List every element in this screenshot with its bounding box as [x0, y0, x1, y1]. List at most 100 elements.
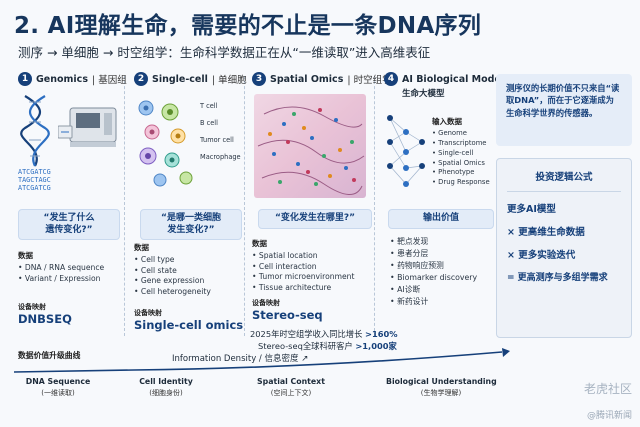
list-item: Variant / Expression [18, 274, 104, 285]
output-title: 输出价值 [388, 209, 494, 229]
device-section: 设备映射 Stereo-seq [252, 298, 323, 322]
stat-line: 2025年时空组学收入同比增长 >160% [250, 329, 398, 339]
column-header: 1 Genomics | 基因组 [18, 72, 127, 86]
data-list: Spatial location Cell interaction Tumor … [252, 251, 355, 294]
column-header: 4 AI Biological Model [384, 72, 504, 86]
column-ai-model: 4 AI Biological Model 生命大模型 输入数据 Genome … [384, 72, 504, 340]
column-sub: | 时空组学 [347, 75, 392, 86]
data-label: 数据 [18, 251, 33, 260]
step-number: 2 [134, 72, 148, 86]
data-section: 数据 Spatial location Cell interaction Tum… [252, 238, 354, 294]
question-bubble: “发生了什么 遗传变化?” [18, 209, 120, 241]
stage-spatial-context: Spatial Context (空间上下文) [257, 377, 325, 397]
column-name: Spatial Omics [270, 73, 344, 85]
list-item: Cell state [134, 266, 211, 277]
formula-line: × 更多实验迭代 [507, 250, 576, 261]
column-header: 2 Single-cell | 单细胞 [134, 72, 247, 86]
step-number: 3 [252, 72, 266, 86]
column-single-cell: 2 Single-cell | 单细胞 T cell B cell Tumor … [134, 72, 247, 340]
device-name: Single-cell omics [134, 318, 244, 332]
device-label: 设备映射 [134, 309, 162, 317]
list-item: Spatial Omics [432, 159, 490, 169]
list-item: Single-cell [432, 149, 490, 159]
list-item: Cell heterogeneity [134, 287, 211, 298]
list-item: Genome [432, 129, 490, 139]
stage-cell-identity: Cell Identity (细胞身份) [139, 377, 193, 397]
cells-illustration-icon [138, 100, 193, 187]
list-item: Cell interaction [252, 262, 354, 273]
list-item: Gene expression [134, 276, 211, 287]
divider [374, 76, 375, 336]
device-section: 设备映射 DNBSEQ [18, 302, 72, 326]
list-item: Tissue architecture [252, 283, 354, 294]
stat-line: Stereo-seq全球科研客户 >1,000家 [258, 341, 397, 351]
cell-label: T cell [200, 102, 218, 110]
formula-line: = 更高测序与多组学需求 [507, 273, 608, 283]
device-name: Stereo-seq [252, 308, 323, 322]
list-item: Phenotype [432, 168, 490, 178]
insight-panel: 测序仪的长期价值不只来自“读取DNA”，而在于它逐渐成为生命科学世界的传感器。 [496, 74, 632, 146]
column-sub: | 单细胞 [211, 75, 247, 86]
list-item: 药物响应预测 [390, 260, 477, 272]
column-name: AI Biological Model [402, 73, 505, 85]
stage-biological-understanding: Biological Understanding (生物学理解) [386, 377, 497, 397]
formula-title: 投资逻辑公式 [535, 172, 593, 183]
list-item: Spatial location [252, 251, 354, 262]
device-label: 设备映射 [252, 299, 280, 307]
column-header: 3 Spatial Omics | 时空组学 [252, 72, 392, 86]
output-list: 靶点发现 患者分层 药物响应预测 Biomarker discovery AI诊… [390, 236, 477, 308]
dna-sequence-text: ATCGATCG TAGCTAGC ATCGATCG [18, 168, 51, 193]
column-name: Single-cell [152, 73, 208, 85]
data-section: 数据 DNA / RNA sequence Variant / Expressi… [18, 250, 104, 284]
data-list: Cell type Cell state Gene expression Cel… [134, 255, 211, 298]
divider [244, 76, 245, 336]
cell-label: Macrophage [200, 153, 241, 162]
divider [124, 76, 125, 336]
formula-panel: 投资逻辑公式 更多AI模型 × 更高维生命数据 × 更多实验迭代 = 更高测序与… [496, 158, 632, 338]
device-name: DNBSEQ [18, 312, 72, 326]
list-item: Tumor microenvironment [252, 272, 355, 283]
question-bubble: “变化发生在哪里?” [258, 209, 372, 229]
page-subtitle: 测序 → 单细胞 → 时空组学：生命科学数据正在从“一维读取”进入高维表征 [18, 45, 431, 60]
list-item: Biomarker discovery [390, 272, 477, 284]
cell-labels: T cell B cell Tumor cell Macrophage [200, 98, 241, 167]
divider [507, 191, 621, 192]
formula-line: × 更高维生命数据 [507, 227, 585, 238]
cell-label: B cell [200, 119, 218, 128]
device-label: 设备映射 [18, 303, 46, 311]
list-item: 患者分层 [390, 248, 477, 260]
step-number: 1 [18, 72, 32, 86]
dna-helix-icon [20, 95, 50, 167]
input-list: Genome Transcriptome Single-cell Spatial… [432, 129, 490, 188]
tissue-map-image [254, 94, 366, 198]
neural-network-icon [387, 115, 425, 187]
step-number: 4 [384, 72, 398, 86]
list-item: AI诊断 [390, 284, 477, 296]
column-sub: | 基因组 [91, 75, 127, 86]
stage-dna-sequence: DNA Sequence (一维读取) [25, 377, 91, 397]
cell-label: Tumor cell [200, 136, 234, 145]
device-section: 设备映射 Single-cell omics [134, 308, 243, 332]
watermark: @腾讯新闻 [586, 411, 632, 421]
question-bubble: “是哪一类细胞 发生变化?” [140, 209, 242, 241]
column-genomics: 1 Genomics | 基因组 ATCGATCG TAGCTAGC ATCGA… [18, 72, 127, 340]
density-label: Information Density / 信息密度 ↗ [172, 354, 309, 364]
watermark: 老虎社区 [583, 382, 632, 396]
data-label: 数据 [134, 243, 149, 252]
list-item: 靶点发现 [390, 236, 477, 248]
input-label: 输入数据 [432, 117, 462, 126]
list-item: Transcriptome [432, 139, 490, 149]
list-item: DNA / RNA sequence [18, 263, 104, 274]
column-name: Genomics [36, 73, 88, 85]
input-section: 输入数据 Genome Transcriptome Single-cell Sp… [432, 116, 490, 188]
data-label: 数据 [252, 239, 267, 248]
list-item: Drug Response [432, 178, 489, 188]
list-item: Cell type [134, 255, 211, 266]
data-section: 数据 Cell type Cell state Gene expression … [134, 242, 211, 298]
value-curve-arrow [14, 348, 510, 373]
page-title: 2. AI理解生命，需要的不止是一条DNA序列 [14, 13, 482, 39]
column-sub: 生命大模型 [402, 89, 445, 99]
list-item: 新药设计 [390, 296, 477, 308]
column-spatial-omics: 3 Spatial Omics | 时空组学 “变化发生在哪里?” 数据 Spa… [252, 72, 392, 340]
data-list: DNA / RNA sequence Variant / Expression [18, 263, 104, 284]
